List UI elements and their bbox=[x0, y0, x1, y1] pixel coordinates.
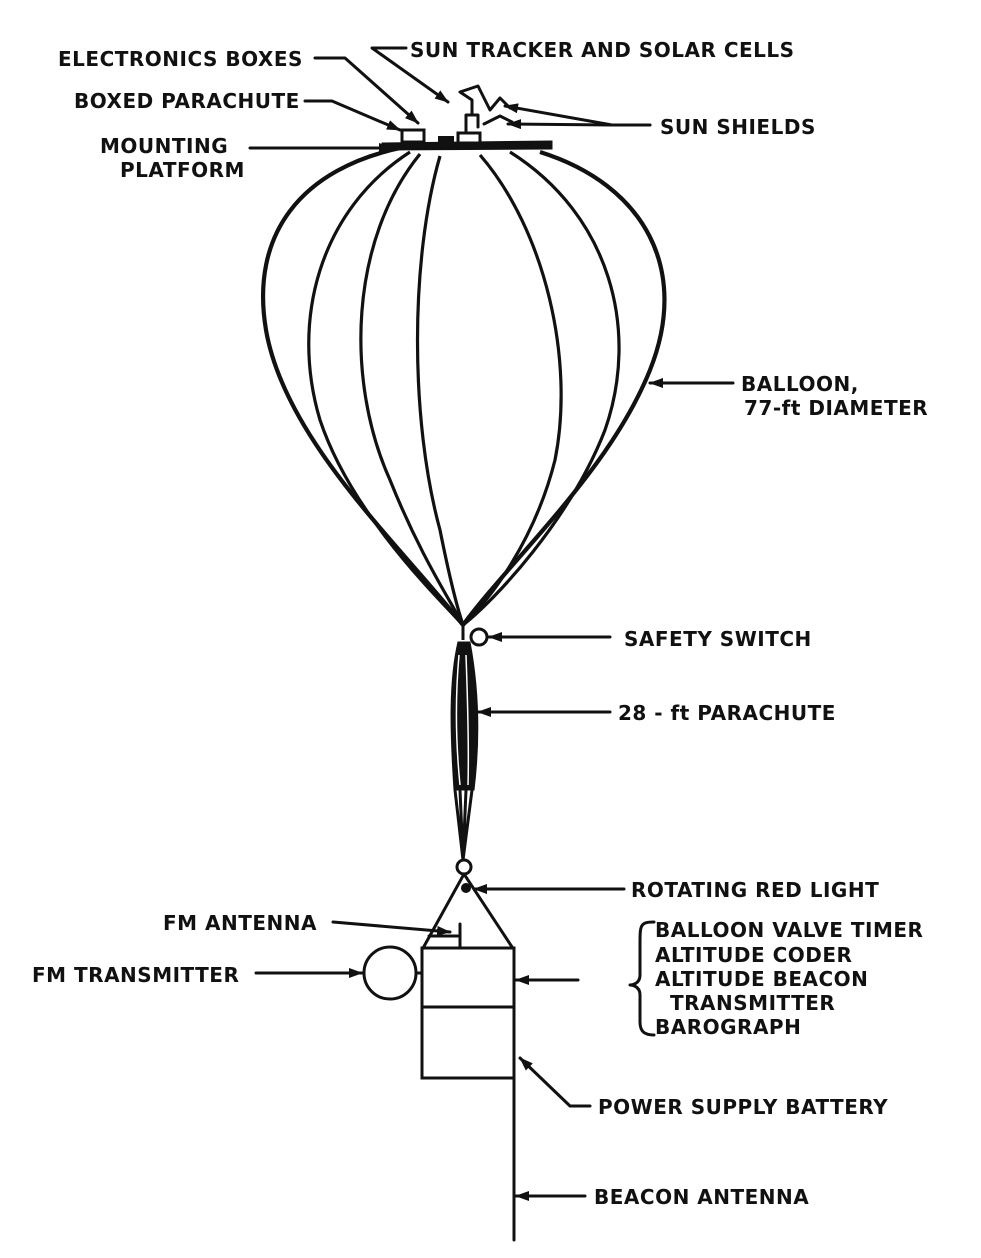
safety-switch bbox=[461, 625, 489, 647]
electronics-box-right bbox=[438, 131, 482, 145]
label-sun-tracker: SUN TRACKER AND SOLAR CELLS bbox=[410, 38, 795, 62]
electronics-box-left bbox=[400, 128, 426, 144]
label-balloon-2: 77-ft DIAMETER bbox=[744, 396, 928, 420]
parachute bbox=[450, 641, 479, 862]
label-balloon-valve-timer: BALLOON VALVE TIMER bbox=[655, 918, 923, 942]
label-altitude-beacon: ALTITUDE BEACON bbox=[655, 967, 868, 991]
label-electronics-boxes: ELECTRONICS BOXES bbox=[58, 47, 303, 71]
label-fm-antenna: FM ANTENNA bbox=[163, 911, 317, 935]
label-altitude-coder: ALTITUDE CODER bbox=[655, 943, 852, 967]
sun-tracker bbox=[458, 84, 514, 135]
balloon bbox=[260, 144, 667, 627]
label-mounting-platform-1: MOUNTING bbox=[100, 134, 228, 158]
label-barograph: BAROGRAPH bbox=[655, 1015, 801, 1039]
rotating-red-light bbox=[461, 883, 471, 893]
label-balloon-1: BALLOON, bbox=[741, 372, 859, 396]
label-transmitter: TRANSMITTER bbox=[670, 991, 835, 1015]
swivel-ring bbox=[455, 858, 473, 876]
label-beacon-antenna: BEACON ANTENNA bbox=[594, 1185, 809, 1209]
label-fm-transmitter: FM TRANSMITTER bbox=[32, 963, 239, 987]
label-mounting-platform-2: PLATFORM bbox=[120, 158, 245, 182]
label-sun-shields: SUN SHIELDS bbox=[660, 115, 816, 139]
payload-gondola bbox=[362, 872, 516, 1080]
label-power-supply-battery: POWER SUPPLY BATTERY bbox=[598, 1095, 888, 1119]
label-parachute: 28 - ft PARACHUTE bbox=[618, 701, 836, 725]
leader-lines bbox=[248, 46, 735, 1201]
label-safety-switch: SAFETY SWITCH bbox=[624, 627, 812, 651]
label-rotating-red-light: ROTATING RED LIGHT bbox=[631, 878, 879, 902]
label-boxed-parachute: BOXED PARACHUTE bbox=[74, 89, 300, 113]
